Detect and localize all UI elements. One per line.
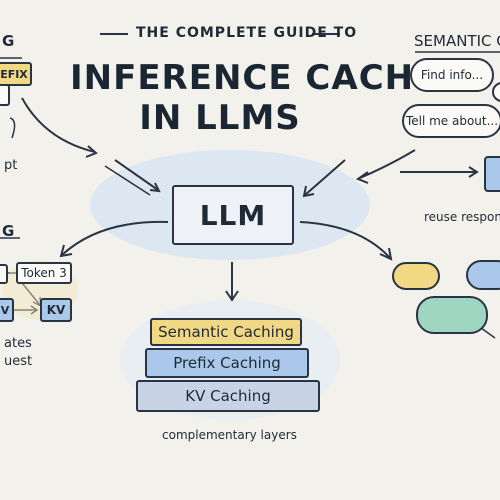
arrow-llm-to-semantic — [299, 221, 391, 259]
speech-bubble-green — [416, 296, 488, 334]
title-line-2: IN LLMS — [139, 98, 301, 138]
prefix-doc — [0, 84, 10, 106]
semantic-caching-layer: Semantic Caching — [150, 318, 302, 346]
layers-caption: complementary layers — [162, 428, 297, 442]
right-top-caption: reuse respons — [424, 210, 500, 224]
kv-caching-label: KV Caching — [185, 387, 271, 405]
query-bubble-2: Tell me about... — [402, 104, 500, 138]
llm-box: LLM — [172, 185, 294, 245]
prefix-caching-layer: Prefix Caching — [145, 348, 309, 378]
query-bubble-2-text: Tell me about... — [405, 114, 499, 128]
speech-bubble-yellow — [392, 262, 440, 290]
speech-bubble-blue — [466, 260, 500, 290]
title-subtitle: THE COMPLETE GUIDE TO — [136, 25, 358, 41]
token-prev-box — [0, 264, 8, 284]
kv-caching-layer: KV Caching — [136, 380, 320, 412]
semantic-caching-label: Semantic Caching — [158, 323, 294, 341]
title-line-1: INFERENCE CACHING — [70, 58, 487, 98]
arrow-bubble-to-llm — [359, 149, 416, 179]
left-top-caption: pt — [4, 158, 18, 173]
prefix-box-label: EFIX — [0, 67, 28, 81]
kv-small-label: V — [0, 303, 10, 317]
llm-label: LLM — [199, 198, 267, 232]
kv-small-box: V — [0, 298, 14, 322]
arrow-token-to-kv — [21, 282, 41, 306]
left-mid-heading: G — [2, 222, 15, 240]
prefix-box: EFIX — [0, 62, 32, 86]
kv-box-label: KV — [46, 303, 66, 317]
left-top-heading: G — [2, 32, 15, 50]
token-box: Token 3 — [16, 262, 72, 284]
left-mid-caption-1: ates — [4, 336, 32, 351]
query-bubble-1: Find info... — [410, 58, 494, 92]
arrow-in-right — [304, 159, 346, 196]
kv-box: KV — [40, 298, 72, 322]
right-top-heading: SEMANTIC C — [414, 32, 500, 50]
left-mid-caption-2: uest — [4, 354, 33, 369]
arrow-llm-to-kv — [61, 220, 169, 256]
arrow-in-left — [114, 159, 159, 191]
prefix-caching-label: Prefix Caching — [173, 354, 281, 372]
arrow-prefix-to-llm — [21, 97, 96, 153]
cache-device-icon — [484, 156, 500, 192]
query-bubble-1-text: Find info... — [420, 68, 484, 82]
token-box-label: Token 3 — [21, 266, 67, 280]
